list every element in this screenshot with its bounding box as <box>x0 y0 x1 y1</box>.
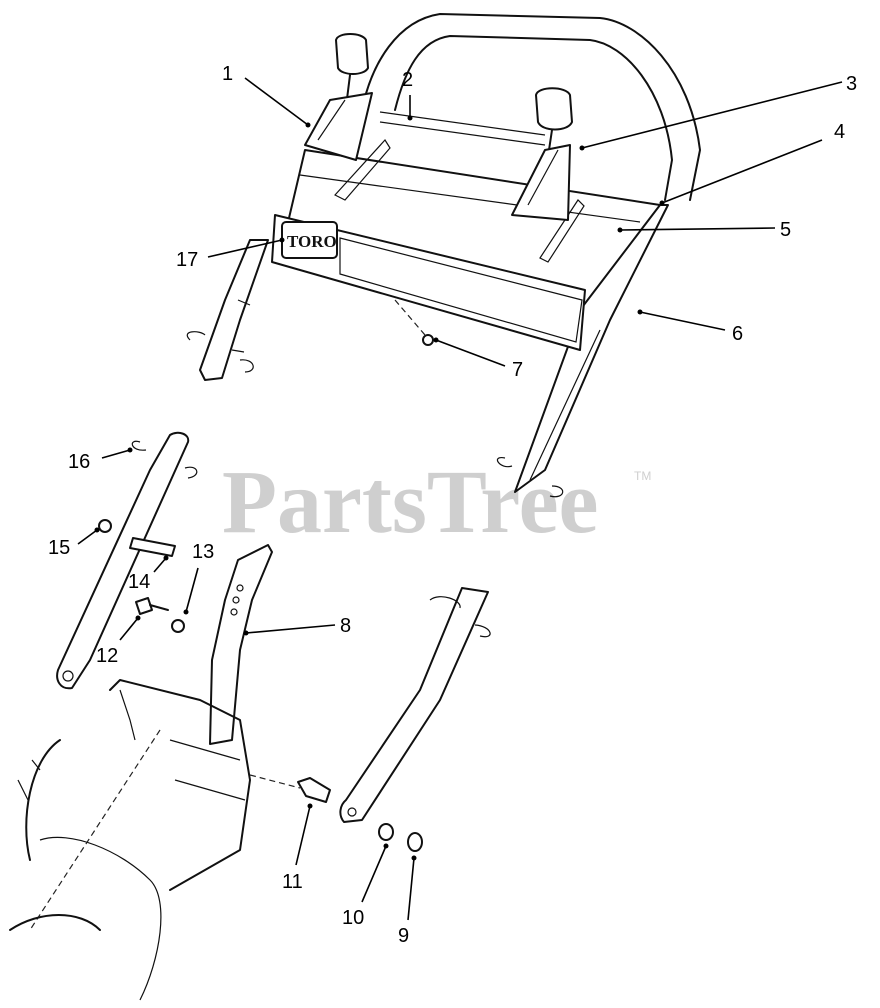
callout-14: 14 <box>128 571 150 593</box>
left-control-lever <box>304 33 373 161</box>
center-bracket <box>209 544 273 745</box>
callout-7: 7 <box>512 359 523 381</box>
callout-8: 8 <box>340 615 351 637</box>
callout-5: 5 <box>780 219 791 241</box>
upper-handle <box>186 13 701 498</box>
mower-body <box>9 679 251 1001</box>
watermark-tm: TM <box>634 469 651 483</box>
callout-17: 17 <box>176 249 198 271</box>
callout-13: 13 <box>192 541 214 563</box>
callout-15: 15 <box>48 537 70 559</box>
right-control-lever <box>511 87 573 221</box>
callout-2: 2 <box>402 69 413 91</box>
callout-6: 6 <box>732 323 743 345</box>
callout-3: 3 <box>846 73 857 95</box>
lower-left-handle <box>56 431 198 690</box>
toro-logo: TORO <box>287 232 337 251</box>
control-panel: TORO <box>271 111 661 351</box>
callout-4: 4 <box>834 121 845 143</box>
callout-12: 12 <box>96 645 118 667</box>
callout-11: 11 <box>282 871 303 893</box>
hardware <box>249 299 434 852</box>
callout-1: 1 <box>222 63 233 85</box>
callout-16: 16 <box>68 451 90 473</box>
callout-9: 9 <box>398 925 409 947</box>
callout-10: 10 <box>342 907 364 929</box>
lower-right-handle <box>339 587 491 823</box>
leader-lines <box>77 77 843 921</box>
callouts: 1 2 3 4 5 6 7 8 9 10 11 12 13 14 15 16 1… <box>48 63 857 947</box>
